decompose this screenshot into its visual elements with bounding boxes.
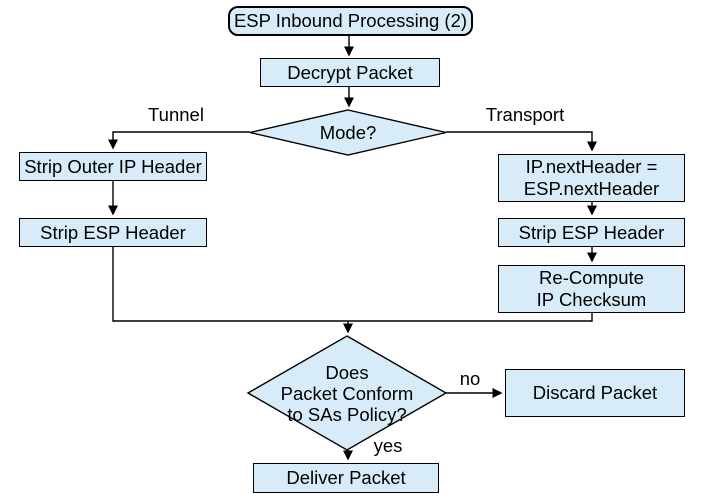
- mode-decision-shape: [249, 109, 447, 156]
- node-strip-esp-header-tunnel: Strip ESP Header: [19, 218, 207, 247]
- node-strip-esp-header-transport: Strip ESP Header: [498, 218, 685, 247]
- edge-merge-line: [112, 247, 593, 322]
- node-start: ESP Inbound Processing (2): [228, 6, 473, 36]
- edge-label-yes: yes: [373, 435, 403, 456]
- node-recompute-ip-checksum: Re-Compute IP Checksum: [498, 265, 685, 313]
- node-strip-outer-ip-header: Strip Outer IP Header: [19, 152, 207, 181]
- node-discard-packet: Discard Packet: [505, 369, 685, 417]
- node-deliver-packet: Deliver Packet: [253, 463, 439, 493]
- node-decrypt-packet: Decrypt Packet: [260, 58, 440, 87]
- edge-label-no: no: [459, 368, 481, 389]
- node-ip-nextheader: IP.nextHeader = ESP.nextHeader: [498, 154, 685, 202]
- edge-label-transport: Transport: [485, 104, 565, 125]
- policy-decision-shape: [246, 335, 448, 451]
- edge-label-tunnel: Tunnel: [148, 104, 204, 125]
- edge-mode-transport-branch: [446, 131, 597, 152]
- edge-mode-tunnel-branch: [108, 131, 250, 150]
